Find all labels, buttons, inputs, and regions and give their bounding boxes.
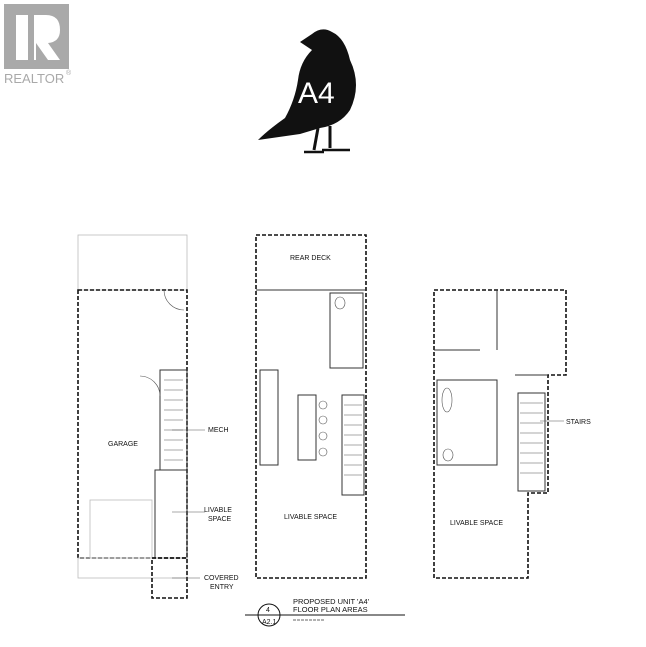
realtor-logo: REALTOR ® xyxy=(4,4,72,86)
svg-text:®: ® xyxy=(66,69,72,77)
svg-text:A4: A4 xyxy=(298,77,335,110)
garage-label: GARAGE xyxy=(108,441,138,448)
svg-text:REALTOR: REALTOR xyxy=(4,71,64,86)
livable-label-line1: LIVABLE xyxy=(204,507,232,514)
upper-livable-label: LIVABLE SPACE xyxy=(450,520,503,527)
title-block: 4 A2.1 PROPOSED UNIT 'A4' FLOOR PLAN ARE… xyxy=(245,597,405,627)
ground-floor-plan: GARAGE MECH LIVABLE SPACE COVERED ENTRY xyxy=(77,234,239,599)
main-livable-label: LIVABLE SPACE xyxy=(284,514,337,521)
rear-deck-label: REAR DECK xyxy=(290,255,331,262)
title-line1: PROPOSED UNIT 'A4' xyxy=(293,597,370,606)
stairs-label: STAIRS xyxy=(566,419,591,426)
crow-logo: A4 xyxy=(258,29,356,154)
detail-number: 4 xyxy=(266,607,270,614)
main-floor-plan: REAR DECK LIVABLE SPACE xyxy=(255,234,367,579)
sheet-number: A2.1 xyxy=(262,619,277,626)
title-line2: FLOOR PLAN AREAS xyxy=(293,605,368,614)
mech-label: MECH xyxy=(208,427,229,434)
upper-floor-plan: STAIRS LIVABLE SPACE xyxy=(433,289,591,579)
covered-label-line1: COVERED xyxy=(204,575,239,582)
covered-label-line2: ENTRY xyxy=(210,584,234,591)
livable-label-line2: SPACE xyxy=(208,516,232,523)
